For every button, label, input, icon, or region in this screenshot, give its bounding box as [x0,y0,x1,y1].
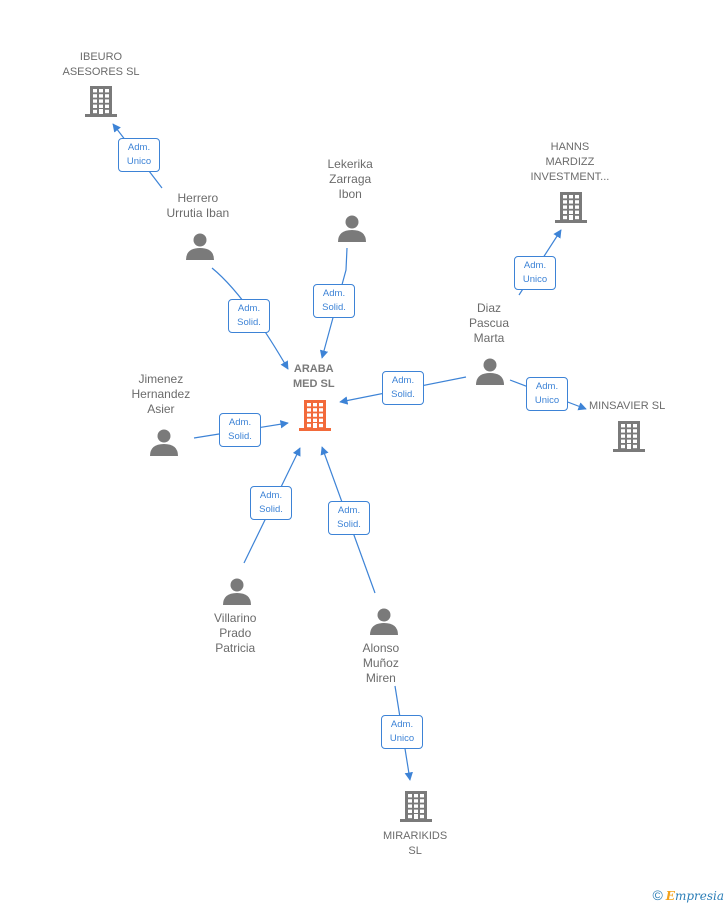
node-label-line: MED SL [293,378,335,390]
edge-label-line: Adm. [535,381,559,392]
node-label-line: Zarraga [329,172,372,186]
node-label-line: Diaz [477,301,502,315]
copyright-symbol: © [652,887,663,903]
person-icon-villarino[interactable] [223,578,251,606]
node-label-line: IBEURO [79,51,123,63]
node-label-line: ASESORES SL [62,66,140,78]
footer-brand[interactable]: ©Empresia [652,887,724,903]
edge-label-line: Solid. [237,317,261,328]
edge-label-line: Unico [126,156,152,167]
edge-label-line: Adm. [322,288,346,299]
node-label-line: MINSAVIER SL [589,400,666,412]
person-icon-herrero[interactable] [186,233,214,261]
node-label-minsavier[interactable]: MINSAVIER SL [589,399,665,414]
edge-label-line: Solid. [391,389,415,400]
node-label-line: Prado [219,626,252,640]
node-label-line: Herrero [177,191,219,205]
brand-name: mpresia [674,889,724,903]
edge-label-line: Unico [389,733,415,744]
edge-line-lekerika-araba [319,247,348,359]
edge-label-line: Solid. [259,504,283,515]
edge-label-line: Solid. [228,431,252,442]
edge-label-line: Adm. [391,375,415,386]
node-label-line: MIRARIKIDS [383,830,448,842]
edge-label-villarino-araba[interactable]: Adm. Solid. [250,486,292,520]
node-label-line: Miren [365,671,396,685]
node-label-araba[interactable]: ARABA MED SL [293,362,335,392]
node-label-hanns[interactable]: HANNS MARDIZZ INVESTMENT... [531,140,610,185]
node-label-line: Lekerika [327,157,373,171]
edge-label-line: Adm. [127,142,151,153]
edge-label-line: Adm. [259,490,283,501]
node-label-ibeuro[interactable]: IBEURO ASESORES SL [63,50,140,80]
edge-label-alonso-araba[interactable]: Adm. Solid. [328,501,370,535]
edge-label-alonso-mirarikids[interactable]: Adm. Unico [381,715,423,749]
edge-label-line: Unico [522,274,548,285]
building-icon-ibeuro[interactable] [85,86,117,117]
edge-label-line: Adm. [228,417,252,428]
edge-label-lekerika-araba[interactable]: Adm. Solid. [313,284,355,318]
edge-label-diaz-minsavier[interactable]: Adm. Unico [526,377,568,411]
edge-label-jimenez-araba[interactable]: Adm. Solid. [219,413,261,447]
node-label-line: SL [408,845,422,857]
node-label-line: ARABA [293,363,334,375]
node-label-line: Pascua [469,316,510,330]
building-icon-araba[interactable] [299,400,331,431]
node-label-line: Jimenez [138,372,184,386]
edge-label-diaz-araba[interactable]: Adm. Solid. [382,371,424,405]
building-icon-hanns[interactable] [555,192,587,223]
edge-label-line: Adm. [390,719,414,730]
building-icon-minsavier[interactable] [613,421,645,452]
node-label-line: Hernandez [131,387,191,401]
edge-label-line: Adm. [337,505,361,516]
edge-label-herrero-ibeuro[interactable]: Adm. Unico [118,138,160,172]
node-label-line: Marta [473,331,505,345]
icons-layer [85,86,645,822]
node-label-line: Ibon [338,187,362,201]
node-label-line: Asier [147,402,175,416]
node-label-line: Patricia [215,641,256,655]
edge-label-line: Solid. [337,519,361,530]
edge-label-herrero-araba[interactable]: Adm. Solid. [228,299,270,333]
brand-logo-initial: E [665,889,675,903]
node-label-line: MARDIZZ [545,156,595,168]
node-label-line: Urrutia Iban [166,206,230,220]
building-icon-mirarikids[interactable] [400,791,432,822]
person-icon-diaz[interactable] [476,358,504,386]
node-label-line: Alonso [362,641,400,655]
edge-label-line: Solid. [322,302,346,313]
person-icon-alonso[interactable] [370,608,398,636]
node-label-line: Muñoz [362,656,399,670]
node-label-line: Villarino [214,611,257,625]
person-icon-jimenez[interactable] [150,429,178,457]
node-label-line: INVESTMENT... [530,171,610,183]
edge-label-line: Adm. [523,260,547,271]
edge-label-diaz-hanns[interactable]: Adm. Unico [514,256,556,290]
person-icon-lekerika[interactable] [338,215,366,243]
node-label-mirarikids[interactable]: MIRARIKIDS SL [383,829,447,859]
edge-label-line: Unico [534,395,560,406]
edge-label-line: Adm. [237,303,261,314]
node-label-line: HANNS [550,141,590,153]
